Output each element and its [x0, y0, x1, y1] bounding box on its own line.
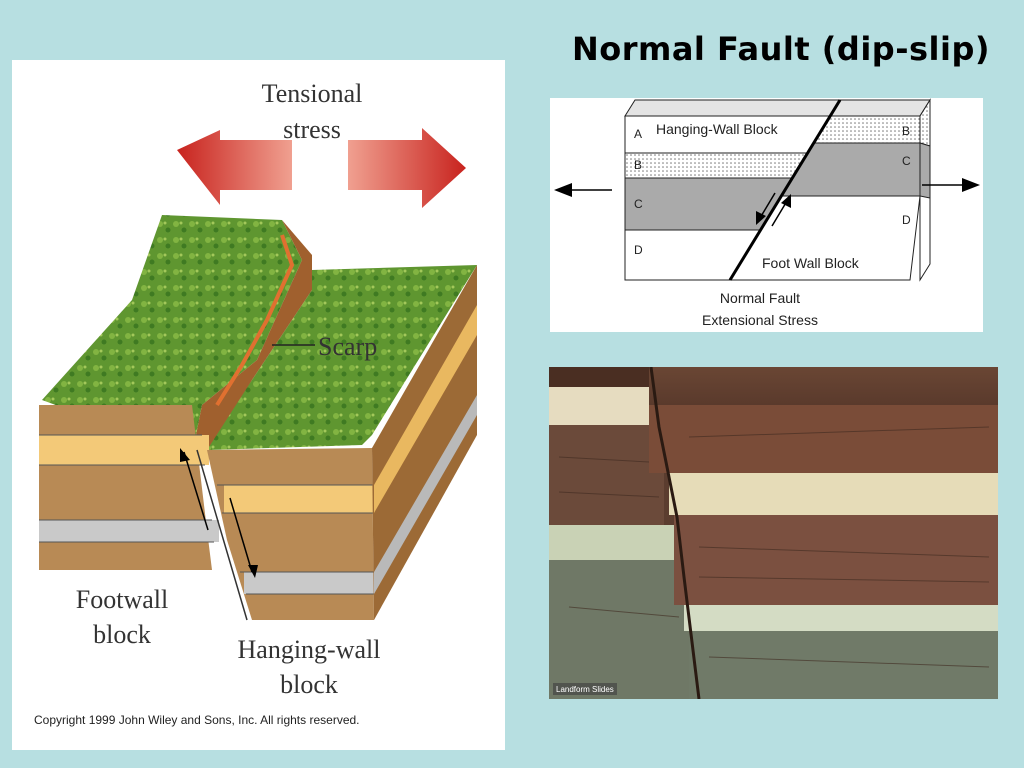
- hangingwall-label-line1: Hanging-wall: [238, 635, 381, 664]
- hangingwall-motion-arrow: [229, 497, 258, 578]
- photo-rock-texture: [558, 426, 990, 668]
- schematic-caption-line1: Normal Fault: [720, 290, 800, 306]
- schematic-caption-line2: Extensional Stress: [702, 312, 818, 328]
- layer-d-left-label: D: [634, 243, 643, 257]
- tensional-arrow-left: [177, 130, 292, 205]
- footwall-label-line1: Footwall: [76, 585, 168, 614]
- block-diagram-svg: Tensional stress: [34, 79, 477, 727]
- outcrop-photo: Landform Slides: [549, 366, 998, 700]
- stress-label-line2: stress: [283, 115, 341, 144]
- scarp-face: [192, 220, 312, 455]
- layer-d-right-label: D: [902, 213, 911, 227]
- slide-title: Normal Fault (dip-slip): [571, 30, 990, 68]
- copyright-text: Copyright 1999 John Wiley and Sons, Inc.…: [34, 713, 360, 727]
- photo-fault-trace: [649, 366, 701, 700]
- foot-wall-block-label: Foot Wall Block: [762, 255, 860, 271]
- extension-arrow-right: [922, 178, 980, 192]
- hangingwall-front-face: [207, 448, 374, 620]
- layer-c-right-label: C: [902, 154, 911, 168]
- footwall-front-face: [39, 405, 219, 570]
- foot-wall-slip-arrow: [771, 194, 791, 227]
- fault-line: [728, 99, 842, 281]
- photo-hangingwall-strata: [649, 367, 998, 699]
- hanging-wall-block-label: Hanging-Wall Block: [656, 121, 779, 137]
- layer-b-left-label: B: [634, 158, 642, 172]
- outcrop-photo-svg: Landform Slides: [549, 366, 998, 700]
- fault-plane-line: [196, 449, 248, 621]
- fault-schematic-panel: A Hanging-Wall Block B C D B C D Foot Wa…: [550, 98, 983, 332]
- fault-schematic-svg: A Hanging-Wall Block B C D B C D Foot Wa…: [554, 98, 980, 328]
- block-diagram-panel: Tensional stress: [12, 60, 505, 750]
- layer-a-label: A: [634, 127, 642, 141]
- tensional-arrow-right: [348, 128, 466, 208]
- footwall-top-surface: [42, 215, 302, 455]
- footwall-motion-arrow: [180, 448, 209, 531]
- stress-label-line1: Tensional: [262, 79, 363, 108]
- scarp-label: Scarp: [318, 332, 377, 361]
- extension-arrow-left: [554, 183, 612, 197]
- footwall-label-line2: block: [93, 620, 151, 649]
- layer-b-right-label: B: [902, 124, 910, 138]
- block-right-side-face: [372, 265, 477, 620]
- hanging-wall-block: [624, 115, 831, 281]
- hangingwall-top-surface: [207, 265, 477, 450]
- photo-credit: Landform Slides: [556, 685, 614, 694]
- hanging-wall-slip-arrow: [756, 192, 776, 225]
- hangingwall-label-line2: block: [280, 670, 338, 699]
- photo-footwall-strata: [549, 367, 689, 699]
- layer-c-left-label: C: [634, 197, 643, 211]
